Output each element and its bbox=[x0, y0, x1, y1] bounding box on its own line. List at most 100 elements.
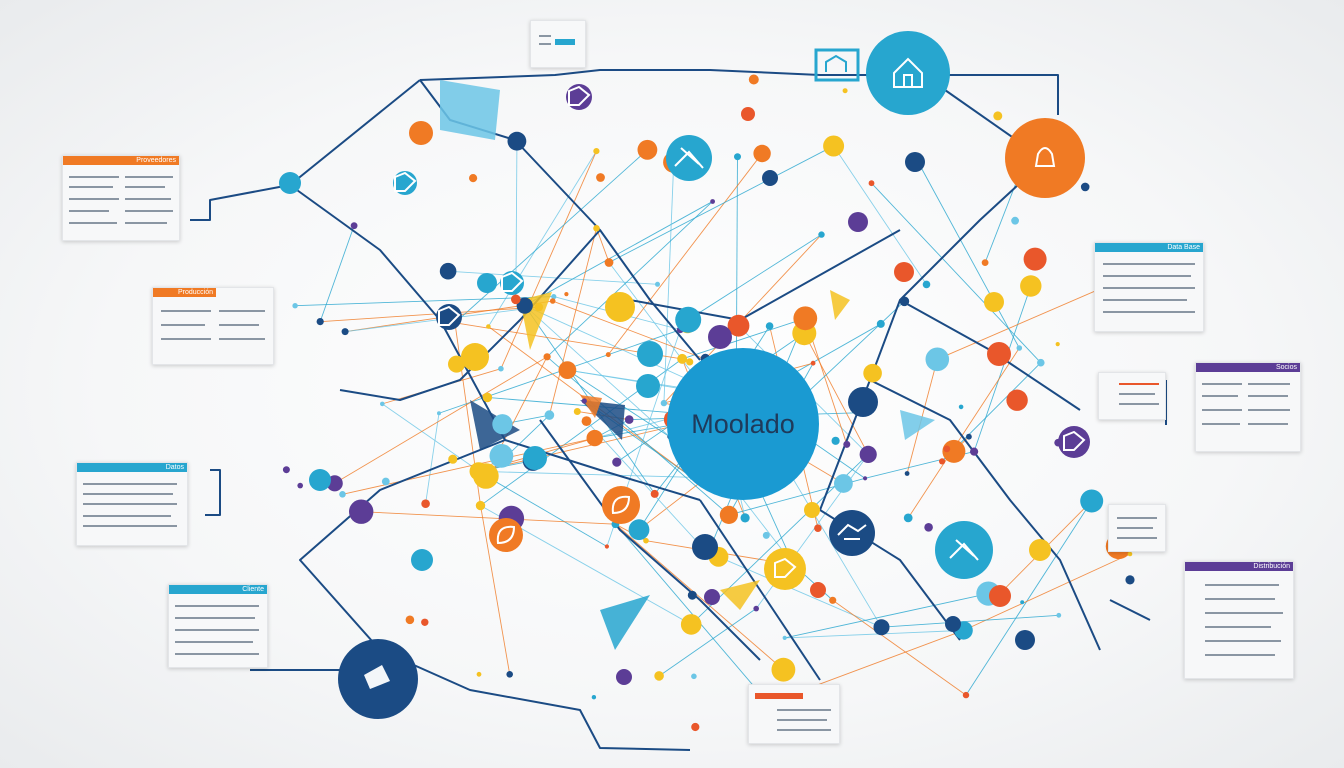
home-glyph bbox=[893, 57, 923, 88]
network-dot bbox=[1080, 489, 1104, 513]
network-dot bbox=[675, 306, 702, 333]
network-dot bbox=[350, 222, 358, 230]
network-dot bbox=[551, 294, 557, 300]
tag-glyph bbox=[501, 271, 524, 292]
network-dot bbox=[437, 411, 441, 416]
network-dot bbox=[762, 531, 770, 539]
network-dot bbox=[782, 635, 787, 641]
tag-icon bbox=[393, 171, 417, 195]
network-dot bbox=[637, 341, 663, 367]
network-dot bbox=[873, 619, 890, 636]
network-dot bbox=[899, 296, 910, 307]
thin-link bbox=[596, 228, 610, 263]
network-dot bbox=[405, 615, 415, 625]
network-dot bbox=[564, 292, 569, 297]
thin-link bbox=[687, 234, 822, 321]
network-dot bbox=[448, 355, 465, 373]
network-dot bbox=[771, 657, 796, 682]
thin-link bbox=[832, 599, 967, 696]
network-dot bbox=[486, 324, 491, 329]
network-dot bbox=[970, 447, 979, 456]
card-left-4: Cliente bbox=[168, 584, 268, 668]
main-link-2 bbox=[945, 74, 1059, 115]
handshake-icon bbox=[829, 510, 875, 556]
network-dot bbox=[616, 669, 632, 685]
network-dot bbox=[544, 410, 555, 420]
thin-link bbox=[907, 347, 1020, 519]
network-dot bbox=[279, 172, 301, 194]
network-dot bbox=[863, 476, 868, 481]
main-link-1 bbox=[419, 69, 870, 81]
network-dot bbox=[534, 302, 544, 312]
thin-link bbox=[871, 182, 1042, 364]
main-link-18 bbox=[539, 419, 761, 661]
thin-link bbox=[915, 158, 1020, 349]
network-dot bbox=[692, 534, 718, 560]
thin-link bbox=[488, 150, 597, 327]
thin-link bbox=[833, 145, 927, 285]
rocket-icon-circle bbox=[1058, 426, 1090, 458]
network-dot bbox=[719, 505, 739, 524]
card-left-1: Proveedores bbox=[62, 155, 180, 241]
network-dot bbox=[498, 365, 504, 372]
shard-0 bbox=[440, 80, 500, 140]
link-icon bbox=[436, 304, 462, 330]
network-dot bbox=[727, 314, 750, 337]
network-dot bbox=[823, 135, 845, 157]
network-dot bbox=[942, 439, 966, 463]
thin-link bbox=[524, 305, 671, 438]
thin-link bbox=[319, 225, 355, 322]
network-dot bbox=[477, 273, 497, 293]
network-dot bbox=[605, 292, 635, 322]
network-dot bbox=[686, 358, 694, 366]
main-link-13 bbox=[1109, 599, 1151, 621]
network-dot bbox=[987, 342, 1011, 366]
network-dot bbox=[981, 259, 989, 266]
thin-link bbox=[881, 614, 1059, 628]
network-dot bbox=[650, 489, 659, 498]
network-dot bbox=[925, 347, 950, 372]
network-dot bbox=[848, 212, 868, 232]
center-node-label: Moolado bbox=[691, 409, 795, 439]
network-dot bbox=[842, 88, 848, 94]
network-dot bbox=[687, 590, 697, 600]
main-link-7 bbox=[819, 159, 1046, 511]
thin-link bbox=[663, 162, 675, 404]
network-dot bbox=[1023, 247, 1047, 271]
chart-glyph bbox=[949, 539, 979, 561]
network-dot bbox=[984, 292, 1004, 312]
thin-link bbox=[784, 593, 989, 639]
network-dot bbox=[810, 360, 816, 366]
frame-house-glyph bbox=[825, 54, 847, 72]
network-dot bbox=[1037, 358, 1045, 367]
fork-icon-circle bbox=[666, 135, 712, 181]
network-dot bbox=[708, 325, 732, 349]
network-dot bbox=[734, 153, 741, 161]
card-right-2: Socios bbox=[1195, 362, 1301, 452]
network-dot bbox=[506, 671, 513, 678]
network-dot bbox=[593, 148, 600, 155]
frame-icon bbox=[814, 48, 860, 82]
network-dot bbox=[473, 463, 499, 489]
thin-link bbox=[784, 629, 964, 639]
thin-link bbox=[546, 356, 730, 516]
network-dot bbox=[1125, 575, 1135, 585]
center-node[interactable]: Moolado bbox=[667, 348, 819, 500]
thin-link bbox=[567, 369, 694, 392]
network-dot bbox=[804, 502, 820, 518]
home-door bbox=[903, 74, 913, 88]
card-right-small bbox=[1098, 372, 1166, 420]
main-link-9 bbox=[699, 499, 821, 681]
card-bottom bbox=[748, 684, 840, 744]
network-dot bbox=[843, 440, 851, 448]
network-dot bbox=[1011, 216, 1019, 225]
home-icon-circle bbox=[866, 31, 950, 115]
card-left-3: Datos bbox=[76, 462, 188, 546]
network-dot bbox=[380, 401, 385, 407]
card-header: Distribución bbox=[1185, 562, 1293, 571]
network-dot bbox=[1020, 275, 1042, 297]
icon-nodes bbox=[338, 31, 1090, 719]
thin-link bbox=[567, 369, 670, 438]
